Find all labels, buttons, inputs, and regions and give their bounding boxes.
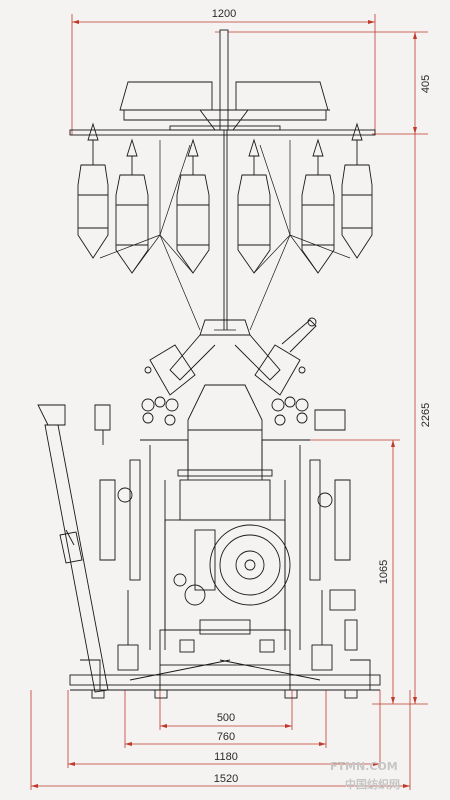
yarn-lines <box>99 140 351 331</box>
dim-label-2265: 2265 <box>420 403 432 427</box>
dim-label-1520: 1520 <box>214 773 238 785</box>
dimension-lines <box>30 14 428 790</box>
dim-label-1065: 1065 <box>378 560 390 584</box>
dim-label-405: 405 <box>420 75 432 93</box>
dim-label-1180: 1180 <box>214 751 238 763</box>
bobbin-group <box>77 122 373 274</box>
watermark-name: 中国纺织网 <box>345 777 400 791</box>
dim-label-1200: 1200 <box>212 8 236 20</box>
watermark-site: FTMN.COM <box>330 760 398 773</box>
feeder-rollers <box>141 396 309 426</box>
dim-label-500: 500 <box>217 712 235 724</box>
knitting-machine <box>37 29 381 699</box>
dim-label-760: 760 <box>217 731 235 743</box>
